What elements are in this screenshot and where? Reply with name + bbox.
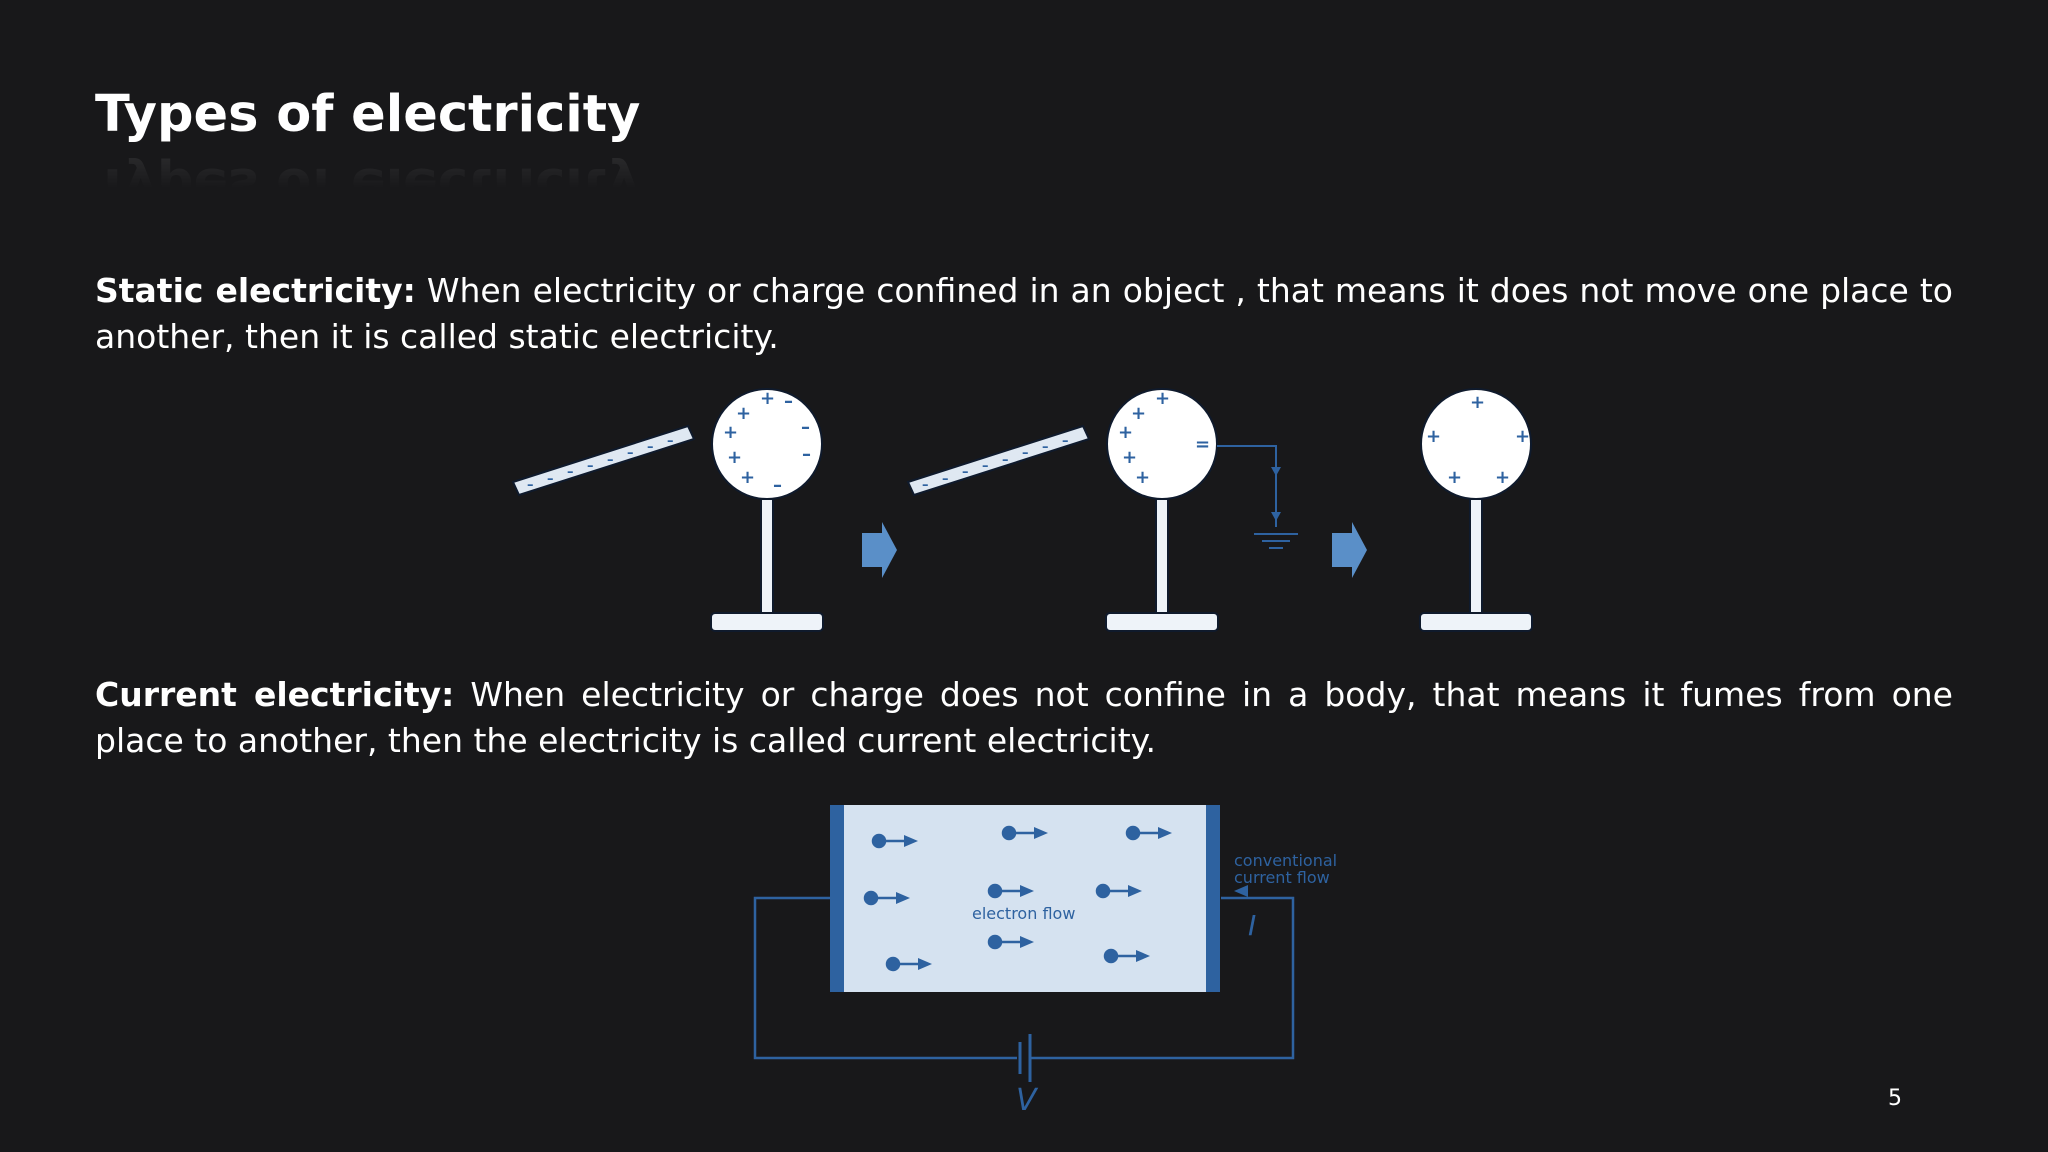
svg-text:–: –	[1022, 446, 1029, 461]
electroscope-stand-1	[710, 388, 824, 632]
svg-text:–: –	[784, 391, 793, 412]
voltage-symbol: V	[1016, 1083, 1039, 1118]
electron-flow-arrows	[863, 825, 1172, 972]
svg-text:–: –	[922, 478, 929, 493]
svg-text:+: +	[1515, 426, 1530, 447]
page-number: 5	[1888, 1086, 1902, 1111]
svg-text:–: –	[607, 453, 614, 468]
svg-text:–: –	[1042, 440, 1049, 455]
svg-text:+: +	[1495, 467, 1510, 488]
svg-text:+: +	[727, 447, 742, 468]
svg-text:+: +	[1135, 467, 1150, 488]
svg-text:–: –	[547, 472, 554, 487]
slide-title-reflection: Types of electricity	[95, 156, 641, 215]
svg-text:+: +	[740, 467, 755, 488]
svg-text:+: +	[760, 388, 775, 409]
battery-icon	[1018, 1034, 1032, 1082]
current-electricity-definition: When electricity or charge does not conf…	[95, 675, 1953, 760]
static-electricity-definition: When electricity or charge confined in a…	[95, 271, 1953, 356]
svg-text:+: +	[723, 422, 738, 443]
svg-text:–: –	[982, 459, 989, 474]
svg-text:+: +	[1447, 467, 1462, 488]
conventional-current-arrow-icon	[1234, 885, 1248, 897]
svg-text:–: –	[587, 459, 594, 474]
svg-text:–: –	[802, 444, 811, 465]
svg-text:+: +	[1426, 426, 1441, 447]
right-arrow-icon	[1332, 522, 1367, 578]
svg-text:–: –	[962, 465, 969, 480]
svg-text:+: +	[1470, 392, 1485, 413]
svg-text:–: –	[667, 434, 674, 449]
svg-text:+: +	[1155, 388, 1170, 409]
svg-text:+: +	[1118, 422, 1133, 443]
circuit-wire	[753, 896, 1295, 1060]
electroscope-stand-3	[1419, 388, 1533, 632]
charged-rod	[511, 424, 696, 497]
static-electricity-diagram: ––– ––– –– +++ ++ –––– –––	[511, 388, 1533, 632]
current-electricity-paragraph: Current electricity: When electricity or…	[95, 672, 1953, 764]
svg-text:–: –	[527, 478, 534, 493]
svg-text:–: –	[801, 417, 810, 438]
slide-title: Types of electricity	[95, 85, 641, 144]
svg-text:+: +	[1122, 447, 1137, 468]
current-symbol: I	[1248, 909, 1256, 942]
static-electricity-paragraph: Static electricity: When electricity or …	[95, 268, 1953, 360]
electron-flow-label: electron flow	[972, 904, 1075, 923]
svg-text:–: –	[1062, 434, 1069, 449]
electroscope-stand-2	[1105, 388, 1219, 632]
svg-text:–: –	[627, 446, 634, 461]
ground-icon	[1217, 445, 1298, 549]
svg-text:–: –	[1002, 453, 1009, 468]
conventional-current-label-line2: current flow	[1234, 868, 1330, 887]
svg-text:+: +	[736, 403, 751, 424]
svg-text:–: –	[942, 472, 949, 487]
svg-text:+: +	[1131, 403, 1146, 424]
svg-text:=: =	[1195, 434, 1210, 455]
current-electricity-diagram: V electron flow conventional current flo…	[753, 805, 1337, 1118]
svg-text:–: –	[773, 475, 782, 496]
svg-text:–: –	[567, 465, 574, 480]
conventional-current-label-line1: conventional	[1234, 851, 1337, 870]
right-arrow-icon	[862, 522, 897, 578]
static-electricity-term: Static electricity:	[95, 271, 416, 310]
current-electricity-term: Current electricity:	[95, 675, 455, 714]
svg-text:–: –	[647, 440, 654, 455]
charged-rod-2	[906, 424, 1091, 497]
